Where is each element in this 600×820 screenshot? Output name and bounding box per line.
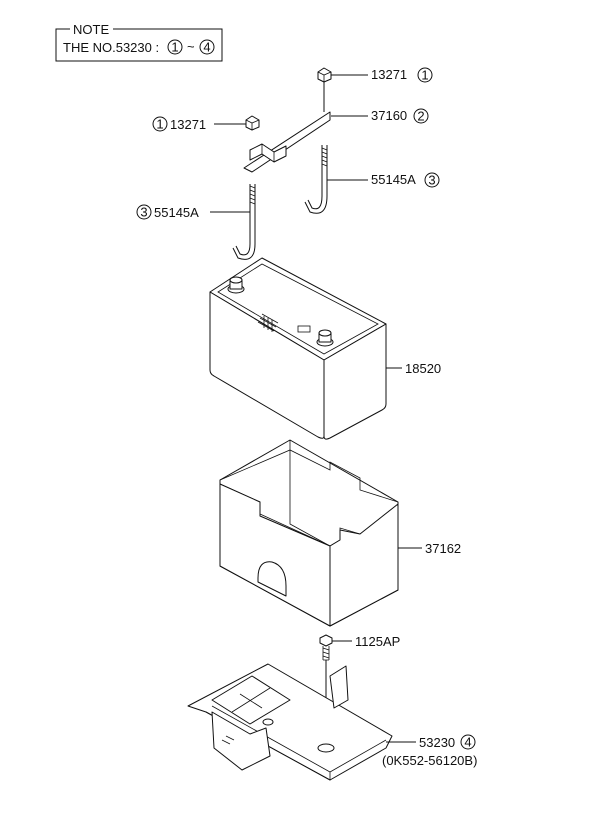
nut-left: 1 13271 <box>152 115 260 132</box>
part-number: 53230 <box>419 735 455 750</box>
ref-circle <box>417 67 433 83</box>
terminal-negative <box>316 329 334 347</box>
part-number: 13271 <box>371 67 407 82</box>
battery-clamp: 37160 2 <box>243 82 429 173</box>
ref-circle <box>199 39 215 55</box>
hook-rod-left: 3 55145A <box>136 184 256 260</box>
ref-circle <box>136 204 152 220</box>
range-separator: ~ <box>187 39 195 54</box>
part-number: 37160 <box>371 108 407 123</box>
part-number: 37162 <box>425 541 461 556</box>
ref-number: 1 <box>421 68 428 83</box>
part-number: 55145A <box>371 172 416 187</box>
battery-case: 37162 <box>219 439 461 627</box>
part-number: 55145A <box>154 205 199 220</box>
ref-number: 4 <box>203 40 210 55</box>
ref-circle <box>460 734 476 750</box>
ref-number: 2 <box>417 109 424 124</box>
battery-tray: 53230 4 (0K552-56120B) <box>187 663 477 781</box>
note-box: NOTE THE NO.53230 : 1 ~ 4 <box>55 22 223 62</box>
ref-circle <box>413 108 429 124</box>
alt-part-number: (0K552-56120B) <box>382 753 477 768</box>
ref-circle <box>152 116 168 132</box>
ref-number: 3 <box>428 173 435 188</box>
ref-number: 4 <box>464 735 471 750</box>
ref-circle <box>424 172 440 188</box>
ref-circle <box>167 39 183 55</box>
note-text: THE NO.53230 : <box>63 40 159 55</box>
part-number: 1125AP <box>355 634 400 649</box>
bolt: 1125AP <box>319 634 400 744</box>
part-number: 18520 <box>405 361 441 376</box>
nut-right: 13271 1 <box>317 67 433 83</box>
note-title: NOTE <box>73 22 109 37</box>
ref-number: 3 <box>140 205 147 220</box>
terminal-positive <box>227 276 245 294</box>
battery: 18520 <box>209 257 441 440</box>
part-number: 13271 <box>170 117 206 132</box>
ref-number: 1 <box>156 117 163 132</box>
hook-rod-right: 55145A 3 <box>304 145 440 214</box>
ref-number: 1 <box>171 40 178 55</box>
